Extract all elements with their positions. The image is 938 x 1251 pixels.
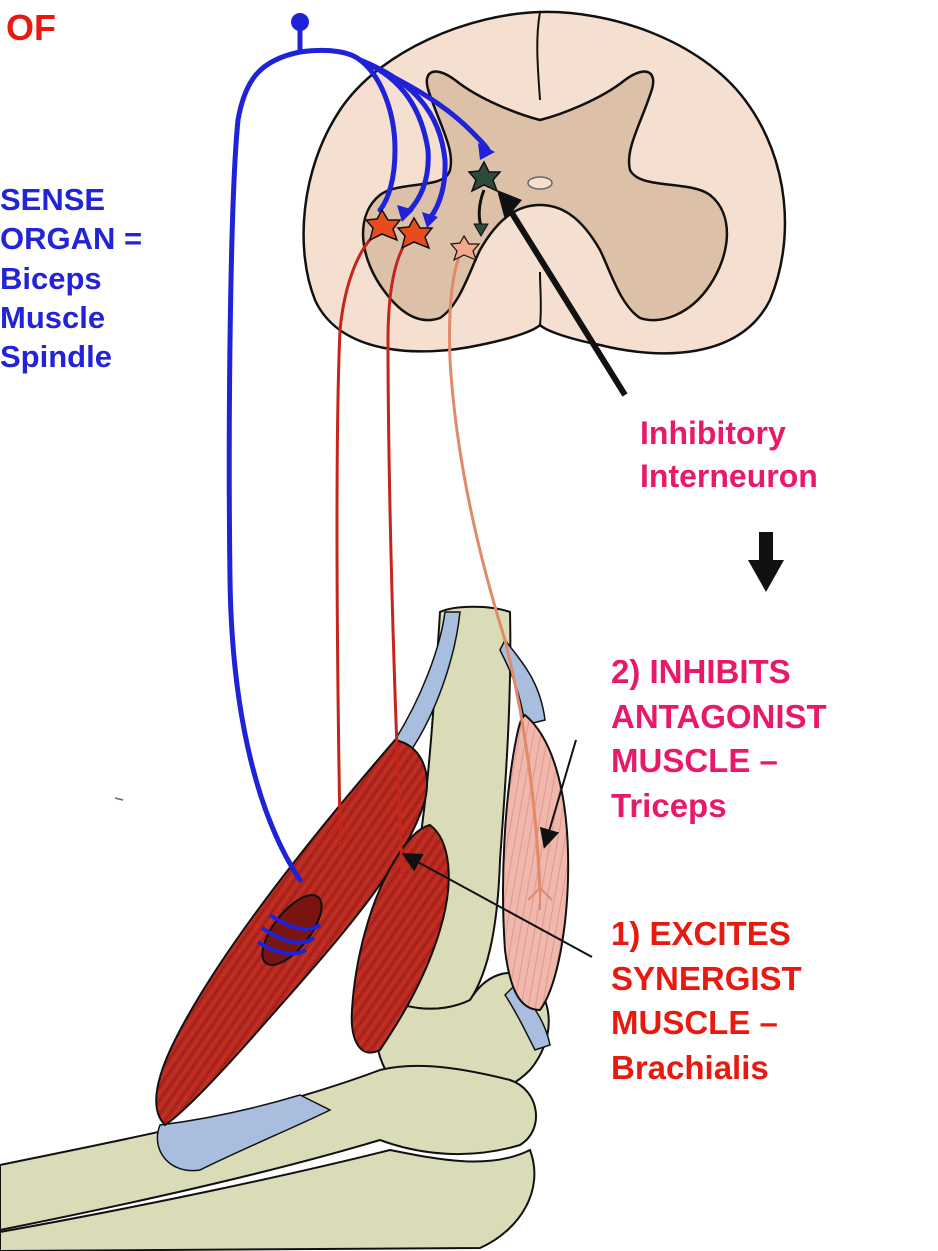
spinal-cord (304, 12, 785, 353)
synergist-line: Brachialis (611, 1046, 802, 1091)
sense-organ-label: SENSE ORGAN = Biceps Muscle Spindle (0, 180, 142, 377)
interneuron-line: Inhibitory (640, 412, 818, 455)
central-canal (528, 177, 552, 189)
triceps-muscle (503, 715, 568, 1010)
title-fragment: OF (6, 6, 56, 49)
antagonist-line: 2) INHIBITS (611, 650, 827, 695)
antagonist-line: MUSCLE – (611, 739, 827, 784)
synergist-line: MUSCLE – (611, 1001, 802, 1046)
antagonist-line: Triceps (611, 784, 827, 829)
sense-organ-line: ORGAN = (0, 219, 142, 258)
sense-organ-line: Biceps (0, 259, 142, 298)
down-arrow-head (748, 560, 784, 592)
interneuron-line: Interneuron (640, 455, 818, 498)
synergist-line: 1) EXCITES (611, 912, 802, 957)
inhibitory-interneuron-label: Inhibitory Interneuron (640, 412, 818, 498)
down-arrow-shaft (759, 532, 773, 562)
antagonist-label: 2) INHIBITS ANTAGONIST MUSCLE – Triceps (611, 650, 827, 828)
arm (0, 607, 568, 1251)
antagonist-line: ANTAGONIST (611, 695, 827, 740)
sense-organ-line: SENSE (0, 180, 142, 219)
sense-organ-line: Muscle (0, 298, 142, 337)
synergist-label: 1) EXCITES SYNERGIST MUSCLE – Brachialis (611, 912, 802, 1090)
sense-organ-line: Spindle (0, 337, 142, 376)
synergist-line: SYNERGIST (611, 957, 802, 1002)
dorsal-root-ganglion (291, 13, 309, 31)
